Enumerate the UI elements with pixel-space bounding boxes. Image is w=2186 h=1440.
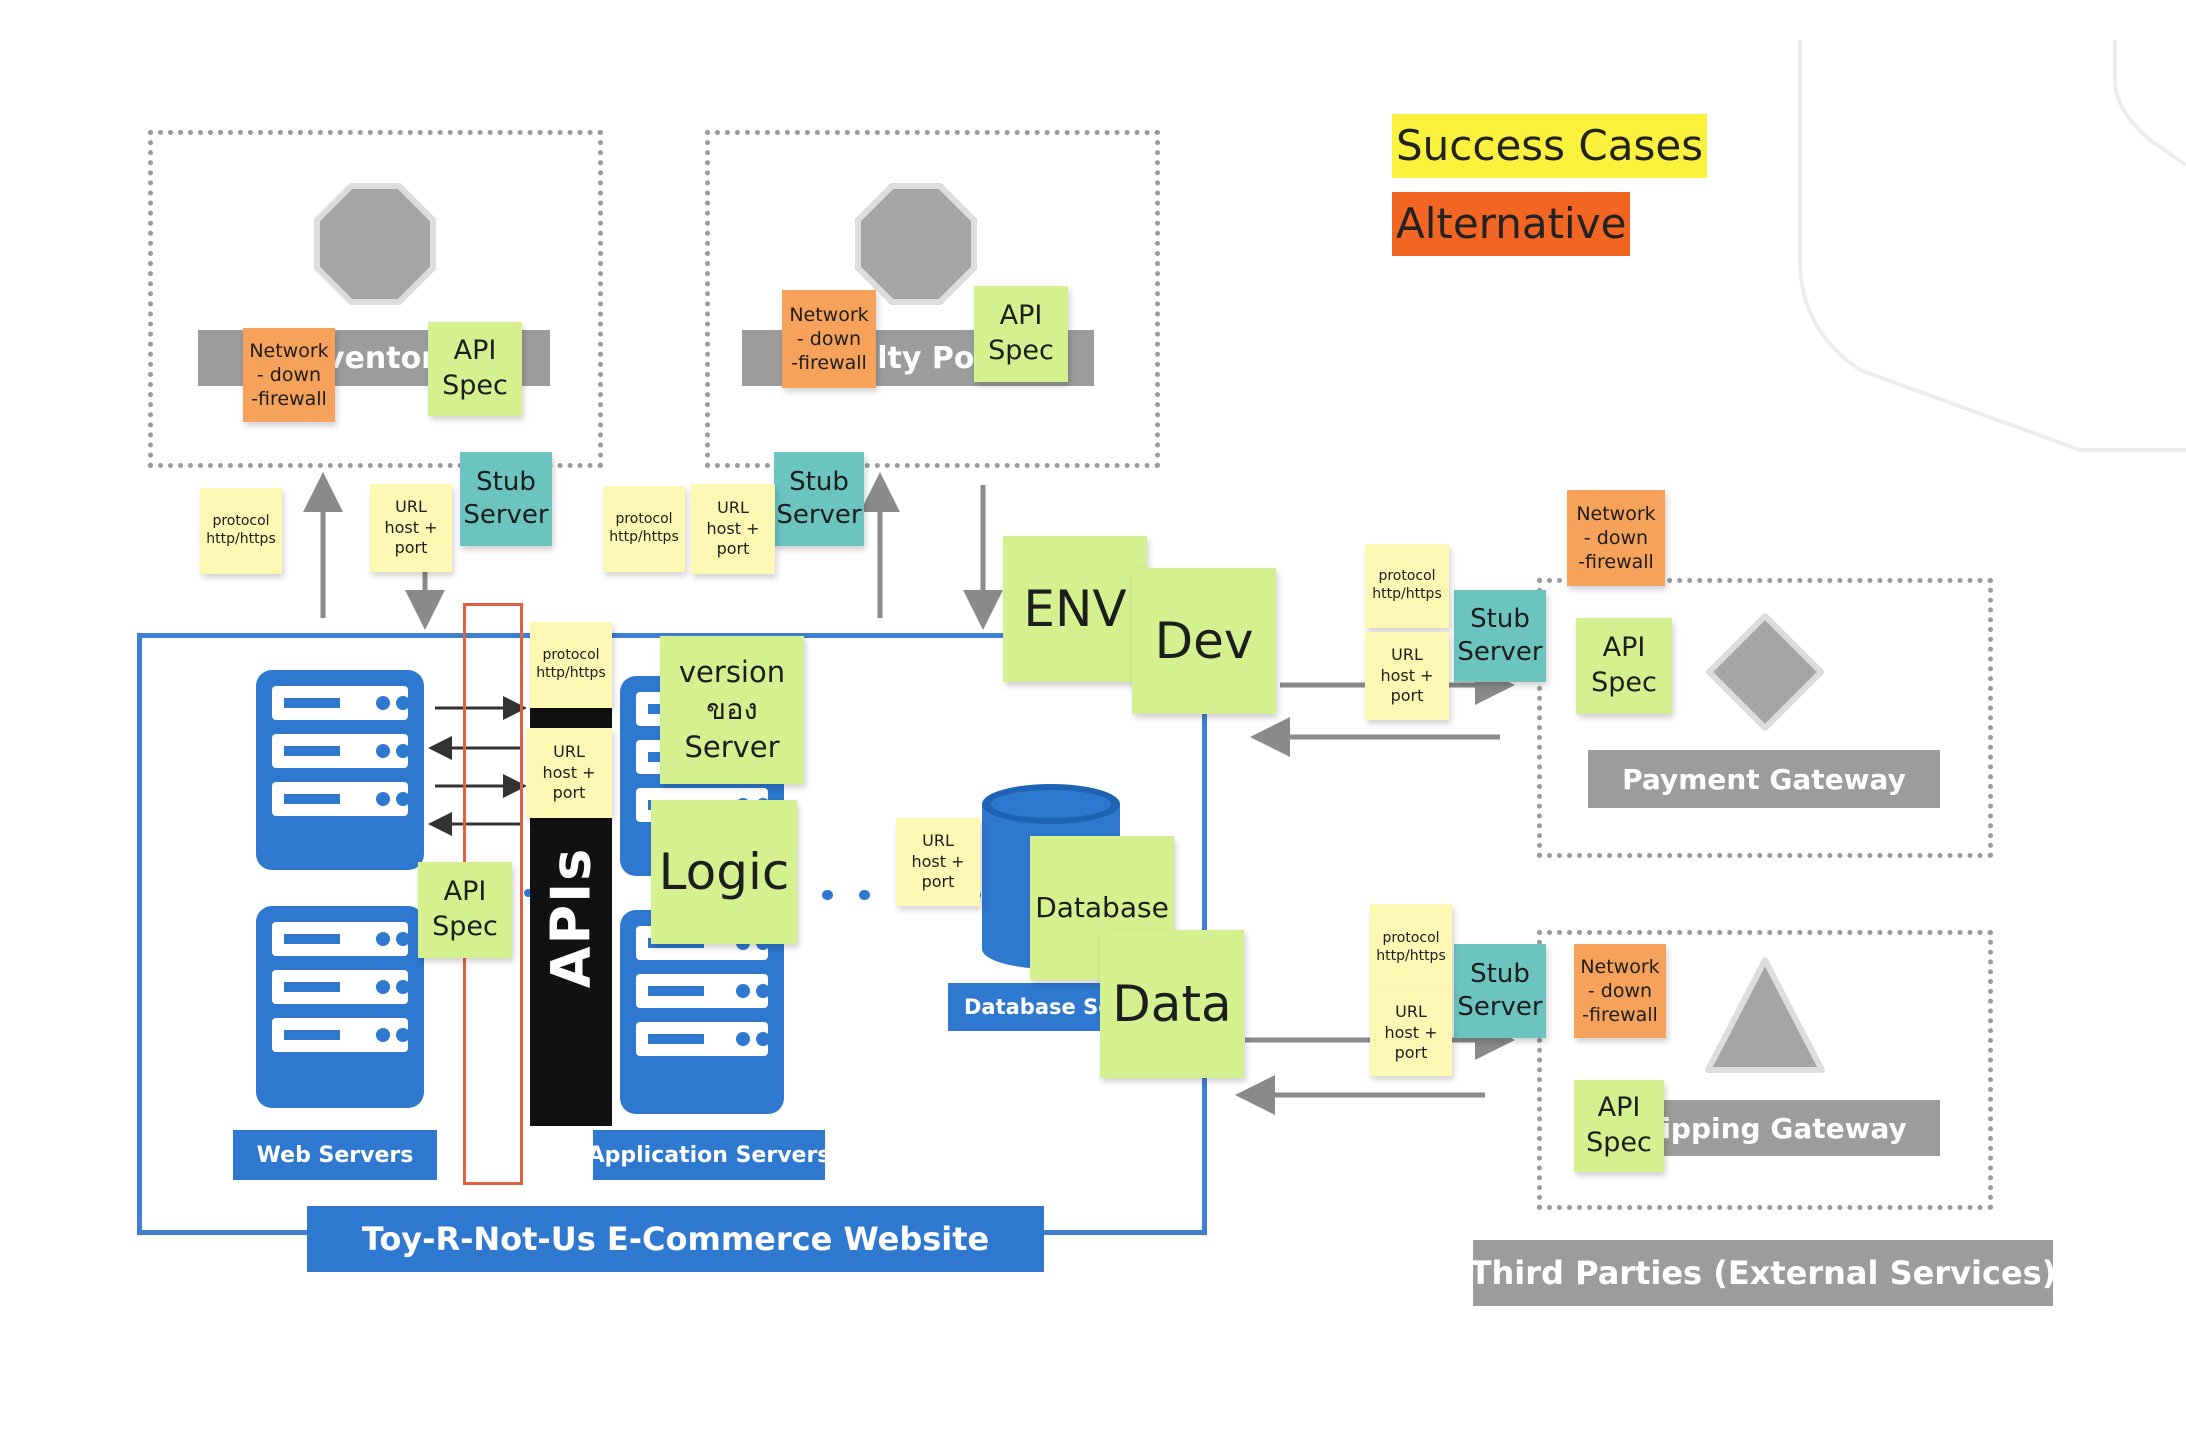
legend-success-cases: Success Cases bbox=[1392, 114, 1708, 178]
stub-server-sticky-loyalty: Stub Server bbox=[774, 452, 864, 546]
api-spec-sticky-payment: API Spec bbox=[1576, 618, 1672, 714]
url-sticky-apis: URL host + port bbox=[526, 728, 612, 818]
logic-sticky: Logic bbox=[651, 800, 797, 944]
network-sticky-shipping: Network - down -firewall bbox=[1574, 944, 1666, 1038]
version-sticky: version ของ Server bbox=[660, 636, 804, 784]
protocol-sticky-inventory: protocol http/https bbox=[200, 488, 282, 574]
inventory-service-box bbox=[148, 130, 603, 468]
url-sticky-database: URL host + port bbox=[896, 818, 980, 906]
triangle-icon bbox=[1705, 957, 1825, 1073]
diamond-icon bbox=[1706, 613, 1824, 731]
third-parties-label: Third Parties (External Services) bbox=[1473, 1240, 2053, 1306]
background-decoration bbox=[1798, 40, 2186, 452]
url-sticky-payment: URL host + port bbox=[1365, 632, 1449, 720]
apis-label: APIs bbox=[539, 846, 603, 988]
api-spec-sticky-loyalty: API Spec bbox=[974, 286, 1068, 382]
api-spec-sticky-website: API Spec bbox=[418, 862, 512, 958]
stub-server-sticky-payment: Stub Server bbox=[1454, 590, 1546, 682]
protocol-sticky-apis: protocol http/https bbox=[530, 622, 612, 708]
url-sticky-inventory: URL host + port bbox=[370, 484, 452, 572]
loyalty-service-box bbox=[705, 130, 1160, 468]
shipping-gateway-box bbox=[1537, 930, 1993, 1210]
web-server-icon bbox=[256, 670, 424, 870]
protocol-sticky-loyalty: protocol http/https bbox=[603, 486, 685, 572]
api-spec-sticky-shipping: API Spec bbox=[1574, 1080, 1664, 1172]
data-sticky: Data bbox=[1100, 930, 1244, 1078]
url-sticky-loyalty: URL host + port bbox=[691, 484, 775, 574]
url-sticky-shipping: URL host + port bbox=[1370, 990, 1452, 1076]
web-server-icon bbox=[256, 906, 424, 1108]
legend-alternative: Alternative bbox=[1392, 192, 1631, 256]
application-servers-label: Application Servers bbox=[588, 1130, 830, 1180]
octagon-icon bbox=[314, 183, 436, 305]
octagon-icon bbox=[855, 183, 977, 305]
network-sticky-inventory: Network - down -firewall bbox=[243, 328, 335, 422]
env-sticky: ENV bbox=[1003, 536, 1147, 682]
stub-server-sticky-shipping: Stub Server bbox=[1454, 944, 1546, 1038]
api-spec-sticky-inventory: API Spec bbox=[428, 322, 522, 416]
dev-sticky: Dev bbox=[1132, 568, 1276, 714]
network-sticky-payment: Network - down -firewall bbox=[1567, 490, 1665, 586]
payment-gateway-box bbox=[1537, 578, 1993, 858]
protocol-sticky-shipping: protocol http/https bbox=[1370, 904, 1452, 992]
network-sticky-loyalty: Network - down -firewall bbox=[782, 290, 876, 388]
protocol-sticky-payment: protocol http/https bbox=[1365, 544, 1449, 628]
stub-server-sticky-inventory: Stub Server bbox=[460, 452, 552, 546]
website-label: Toy-R-Not-Us E-Commerce Website bbox=[307, 1206, 1044, 1272]
payment-gateway-label: Payment Gateway bbox=[1588, 750, 1940, 808]
web-servers-label: Web Servers bbox=[233, 1130, 437, 1180]
